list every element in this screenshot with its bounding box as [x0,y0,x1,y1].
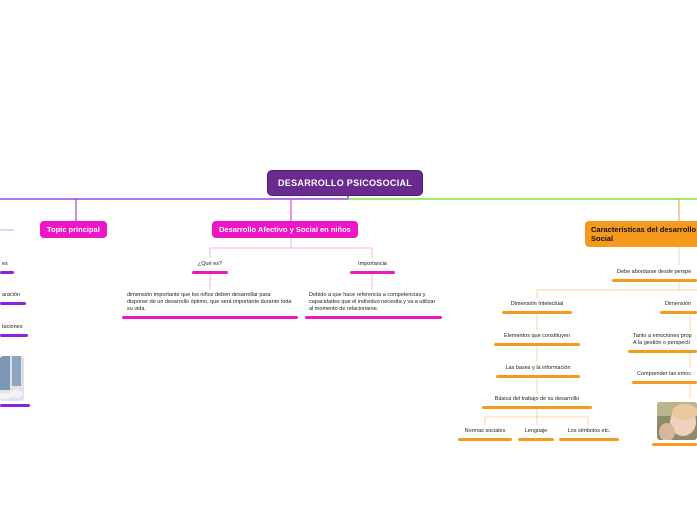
simbolos-underline [559,438,619,441]
left-item-3-label: taciones [2,324,23,330]
bases-underline [496,375,580,378]
link-basica-leaves [484,409,589,425]
simbolos-label: Los símbolos etc. [567,428,611,434]
topic-principal-label: Topic principal [47,225,100,234]
tanto-emociones-node[interactable]: Tanto a emociones prop A la gestión o pe… [628,333,697,353]
left-photo-underline [0,404,30,407]
basica-underline [482,406,592,409]
tanto-emociones-underline [628,350,697,353]
bases-label: Las bases y la información [505,365,571,371]
debe-abordarse-label: Debe abordarse desde perspe [617,269,692,275]
que-es-node[interactable]: ¿Qué es? [192,261,228,274]
simbolos-node[interactable]: Los símbolos etc. [559,428,619,441]
tanto-emociones-label: Tanto a emociones prop A la gestión o pe… [633,333,692,346]
caracteristicas-label: Características del desarrollo Social [591,225,697,243]
debe-abordarse-underline [612,279,697,282]
dimension-other-node[interactable]: Dimensión [660,301,697,314]
importancia-underline [350,271,395,274]
left-item-2-underline [0,302,26,305]
right-photo-image [657,402,697,440]
basica-node[interactable]: Básica del trabajo de su desarrollo [482,396,592,409]
topic-principal-node[interactable]: Topic principal [40,221,107,238]
lenguaje-label: Lenguaje [524,428,548,434]
normas-sociales-label: Normas sociales [464,428,506,434]
link-right-split [536,282,697,298]
que-es-underline [192,271,228,274]
importancia-node[interactable]: Importancia [350,261,395,274]
dimension-other-underline [660,311,697,314]
left-item-3-underline [0,334,28,337]
comprender-label: Comprender las emoc [637,371,692,377]
caracteristicas-node[interactable]: Características del desarrollo Social [585,221,697,247]
left-item-2-label: aración [2,292,21,298]
left-item-1-underline [0,271,14,274]
que-es-description-underline [122,316,298,319]
lenguaje-node[interactable]: Lenguaje [518,428,554,441]
link-center-split [209,238,373,258]
photo-child-illustration [657,402,697,440]
normas-sociales-underline [458,438,512,441]
root-topic[interactable]: DESARROLLO PSICOSOCIAL [267,170,424,196]
elementos-label: Elementos que constituyen [503,333,571,339]
que-es-description[interactable]: dimensión importante que los niños deben… [122,292,298,319]
desarrollo-afectivo-node[interactable]: Desarrollo Afectivo y Social en niños [212,221,358,238]
elementos-node[interactable]: Elementos que constituyen [494,333,580,346]
importancia-description[interactable]: Debido a que hace referencia a competenc… [305,292,442,319]
left-photo-underline-wrap [0,404,30,407]
root-topic-label: DESARROLLO PSICOSOCIAL [278,178,413,188]
basica-label: Básica del trabajo de su desarrollo [494,396,580,402]
photo-legs-illustration [0,356,24,401]
left-item-3[interactable]: taciones [0,324,28,337]
comprender-underline [632,381,697,384]
right-photo-underline-wrap [652,443,697,446]
left-item-2[interactable]: aración [0,292,26,305]
normas-sociales-node[interactable]: Normas sociales [458,428,512,441]
left-photo-image [0,356,24,401]
dimension-intelectual-label: Dimensión Intelectual [510,301,564,307]
lenguaje-underline [518,438,554,441]
comprender-node[interactable]: Comprender las emoc [632,371,697,384]
dimension-intelectual-node[interactable]: Dimensión Intelectual [502,301,572,314]
right-photo-underline [652,443,697,446]
left-item-1[interactable]: es [0,261,14,274]
left-item-1-label: es [2,261,8,267]
debe-abordarse-node[interactable]: Debe abordarse desde perspe [612,269,697,282]
que-es-label: ¿Qué es? [197,261,223,267]
desarrollo-afectivo-label: Desarrollo Afectivo y Social en niños [219,225,351,234]
bases-node[interactable]: Las bases y la información [496,365,580,378]
importancia-description-text: Debido a que hace referencia a competenc… [309,292,436,312]
importancia-label: Importancia [358,261,387,267]
importancia-description-underline [305,316,442,319]
dimension-intelectual-underline [502,311,572,314]
que-es-description-text: dimensión importante que los niños deben… [127,292,292,312]
elementos-underline [494,343,580,346]
dimension-other-label: Dimensión [665,301,691,307]
